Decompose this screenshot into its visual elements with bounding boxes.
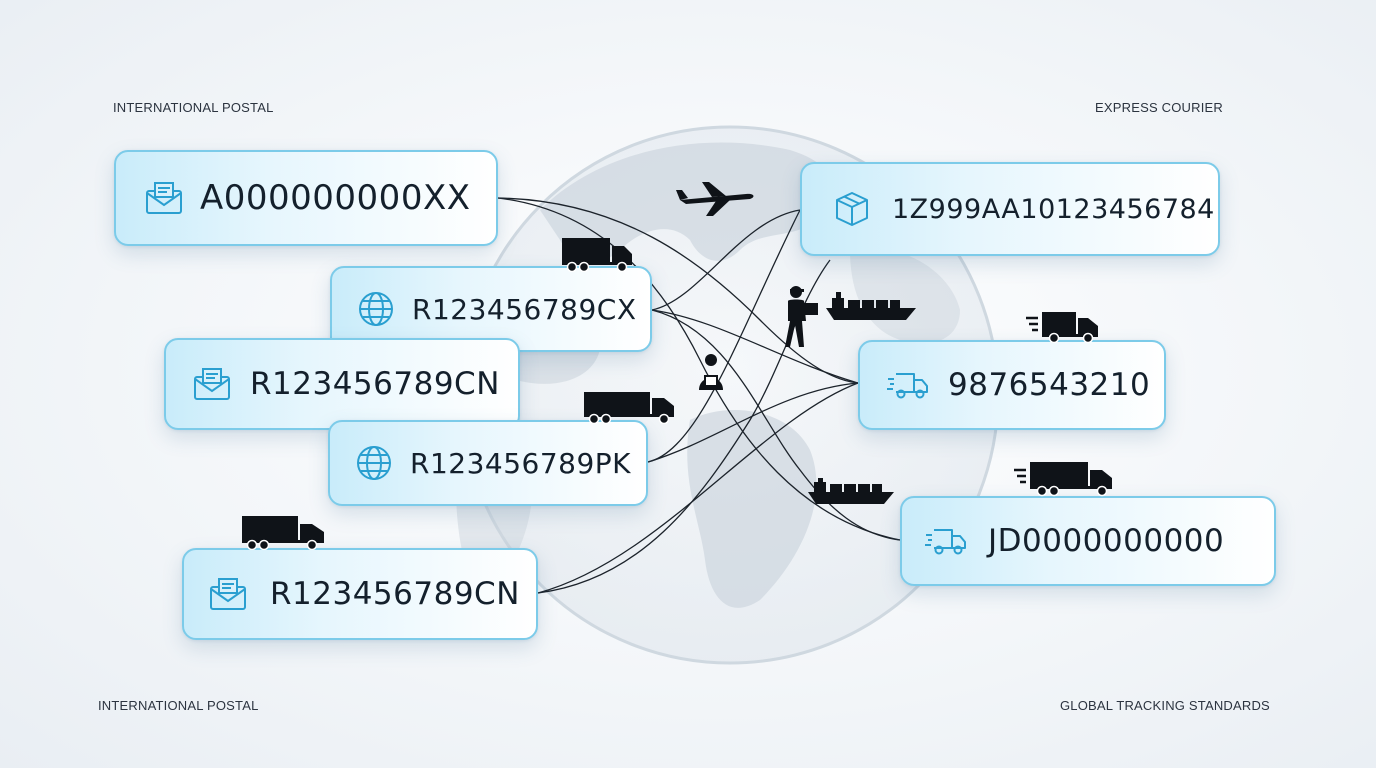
recipient-person-icon — [699, 354, 723, 390]
envelope-icon — [190, 362, 234, 406]
delivery-truck-icon — [886, 363, 930, 407]
tracking-card-postal-1[interactable]: A000000000XX — [114, 150, 498, 246]
tracking-number: R123456789CN — [250, 366, 500, 402]
tracking-number: 1Z999AA10123456784 — [892, 193, 1215, 225]
globe-icon — [352, 441, 396, 485]
route-lines — [497, 197, 901, 594]
delivery-van-icon — [1026, 312, 1098, 344]
courier-person-icon — [785, 286, 818, 347]
corner-label-express-courier: EXPRESS COURIER — [1095, 100, 1223, 115]
semi-truck-icon — [242, 516, 324, 550]
tracking-number: 9876543210 — [948, 367, 1151, 403]
globe-icon — [354, 287, 398, 331]
corner-label-international-postal-top: INTERNATIONAL POSTAL — [113, 100, 274, 115]
envelope-icon — [206, 572, 250, 616]
tracking-card-courier-1[interactable]: 1Z999AA10123456784 — [800, 162, 1220, 256]
corner-label-global-tracking-standards: GLOBAL TRACKING STANDARDS — [1060, 698, 1270, 713]
package-icon — [830, 187, 874, 231]
semi-truck-icon — [584, 392, 674, 424]
airplane-icon — [676, 182, 754, 216]
tracking-card-postal-4[interactable]: R123456789PK — [328, 420, 648, 506]
tracking-number: JD0000000000 — [988, 523, 1225, 559]
cargo-ship-icon — [826, 292, 916, 320]
tracking-card-postal-2[interactable]: R123456789CX — [330, 266, 652, 352]
tracking-number: R123456789CX — [412, 292, 637, 326]
envelope-icon — [142, 176, 186, 220]
tracking-number: R123456789PK — [410, 446, 632, 480]
tracking-number: A000000000XX — [200, 178, 471, 218]
tracking-number: R123456789CN — [270, 576, 520, 612]
semi-truck-icon — [562, 238, 632, 272]
fast-truck-icon — [1014, 462, 1112, 497]
tracking-card-courier-3[interactable]: JD0000000000 — [900, 496, 1276, 586]
tracking-card-courier-2[interactable]: 9876543210 — [858, 340, 1166, 430]
cargo-ship-icon — [808, 478, 894, 504]
delivery-truck-icon — [924, 519, 968, 563]
tracking-card-postal-5[interactable]: R123456789CN — [182, 548, 538, 640]
corner-label-international-postal-bottom: INTERNATIONAL POSTAL — [98, 698, 259, 713]
tracking-card-postal-3[interactable]: R123456789CN — [164, 338, 520, 430]
